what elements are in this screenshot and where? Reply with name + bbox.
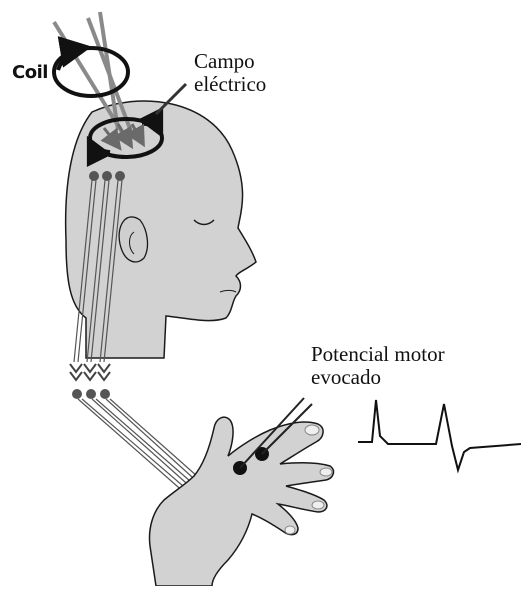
evoked-potential-label-line2: evocado	[311, 366, 381, 388]
peripheral-nerves	[78, 399, 206, 494]
spinal-neurons	[72, 389, 110, 399]
coil-label: Coil	[12, 62, 48, 83]
hand	[150, 417, 334, 586]
electric-field-label-line1: Campo	[194, 50, 255, 72]
descending-arrows	[70, 364, 110, 380]
mep-waveform	[358, 400, 521, 470]
electric-field-label-line2: eléctrico	[194, 73, 266, 95]
evoked-potential-label-line1: Potencial motor	[311, 343, 445, 365]
cortical-neurons	[89, 171, 125, 181]
